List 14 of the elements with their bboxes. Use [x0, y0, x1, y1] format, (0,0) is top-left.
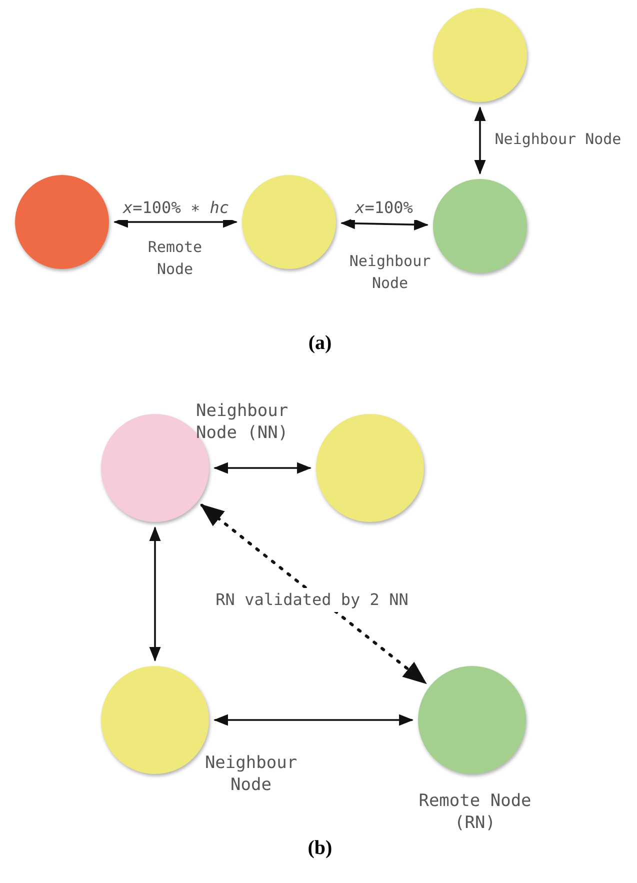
node-caption: Neighbour Node (NN)	[196, 400, 290, 444]
node-caption: Neighbour Node	[204, 752, 298, 796]
arrow	[214, 462, 312, 474]
node-label: Neighbour Node	[494, 129, 622, 150]
node-caption: Remote Node (RN)	[418, 790, 532, 834]
arrow	[474, 106, 486, 174]
arrow	[149, 526, 161, 662]
arrow	[340, 218, 428, 230]
arrow	[200, 504, 427, 684]
subfigure-caption: (b)	[306, 836, 334, 861]
node-label: Neighbour Node	[348, 251, 432, 294]
subfigure-caption: (a)	[307, 331, 333, 356]
node-label: Remote Node	[146, 237, 204, 280]
arrow	[214, 714, 414, 726]
